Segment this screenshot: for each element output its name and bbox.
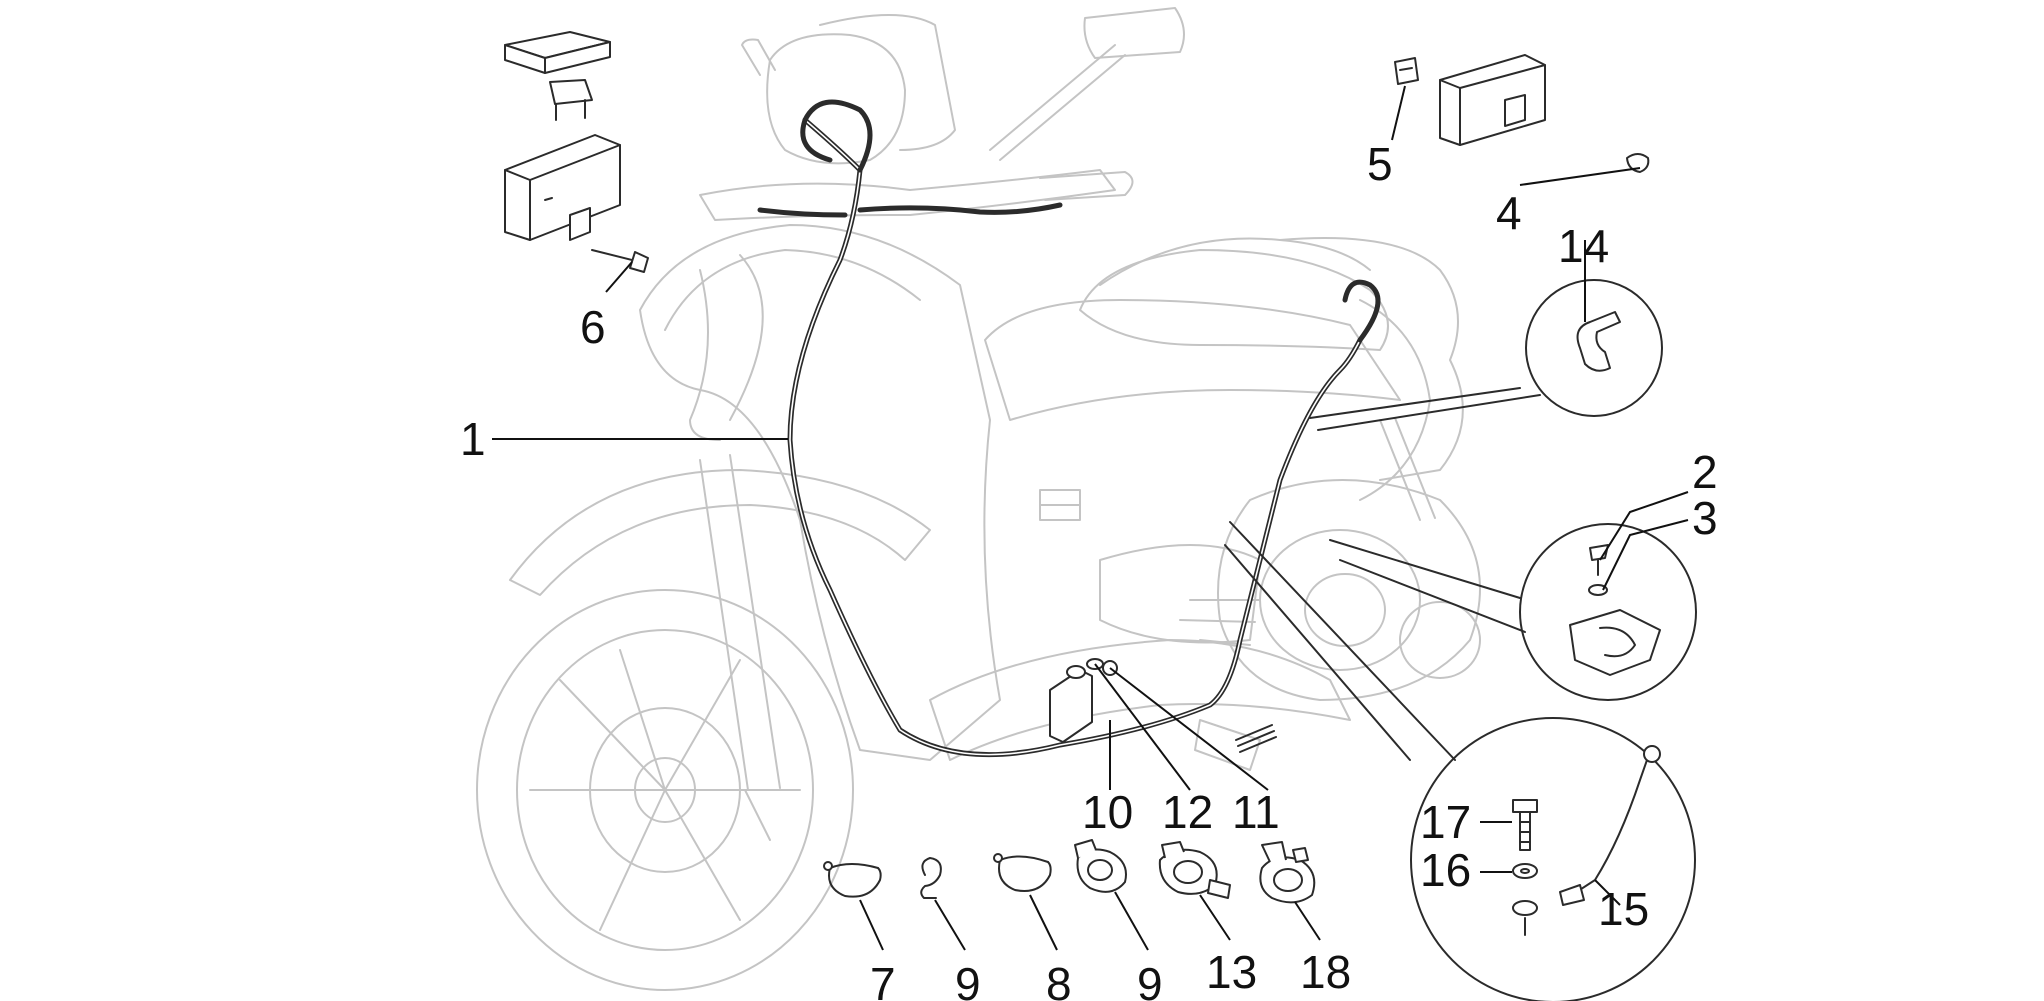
label-part-18: 18 xyxy=(1300,946,1351,998)
fuse-box-rear xyxy=(1394,54,1650,173)
label-part-6: 6 xyxy=(580,301,606,353)
label-part-4: 4 xyxy=(1496,187,1522,239)
label-part-9b: 9 xyxy=(1137,958,1163,1001)
label-part-3: 3 xyxy=(1692,492,1718,544)
clamp-18 xyxy=(1259,841,1316,904)
wiring-harness-main xyxy=(757,99,1381,758)
label-part-17: 17 xyxy=(1420,796,1471,848)
clamp-7 xyxy=(823,861,882,898)
detail-circle-15 xyxy=(1224,521,1696,1001)
leader-lines xyxy=(492,85,1689,951)
label-part-1: 1 xyxy=(460,413,486,465)
callout-labels: 1 2 3 4 5 6 7 9 8 9 10 12 11 13 18 14 15… xyxy=(460,138,1718,1001)
label-part-15: 15 xyxy=(1598,883,1649,935)
clamp-8 xyxy=(993,853,1052,892)
label-part-13: 13 xyxy=(1206,946,1257,998)
detail-circle-2-3 xyxy=(1329,523,1697,701)
label-part-10: 10 xyxy=(1082,786,1133,838)
label-part-9a: 9 xyxy=(955,958,981,1001)
label-part-16: 16 xyxy=(1420,844,1471,896)
clamp-13 xyxy=(1158,841,1231,899)
label-part-7: 7 xyxy=(870,958,896,1001)
fuse-box-front xyxy=(504,31,649,273)
label-part-11: 11 xyxy=(1232,786,1280,838)
detail-circle-14 xyxy=(1309,279,1663,431)
label-part-5: 5 xyxy=(1367,138,1393,190)
label-part-14: 14 xyxy=(1558,220,1609,272)
mount-hardware xyxy=(1049,658,1277,753)
label-part-8: 8 xyxy=(1046,958,1072,1001)
scooter-outline xyxy=(476,7,1481,991)
clamp-9b xyxy=(1074,839,1127,893)
clamp-9a xyxy=(920,857,942,899)
label-part-2: 2 xyxy=(1692,446,1718,498)
label-part-12: 12 xyxy=(1162,786,1213,838)
